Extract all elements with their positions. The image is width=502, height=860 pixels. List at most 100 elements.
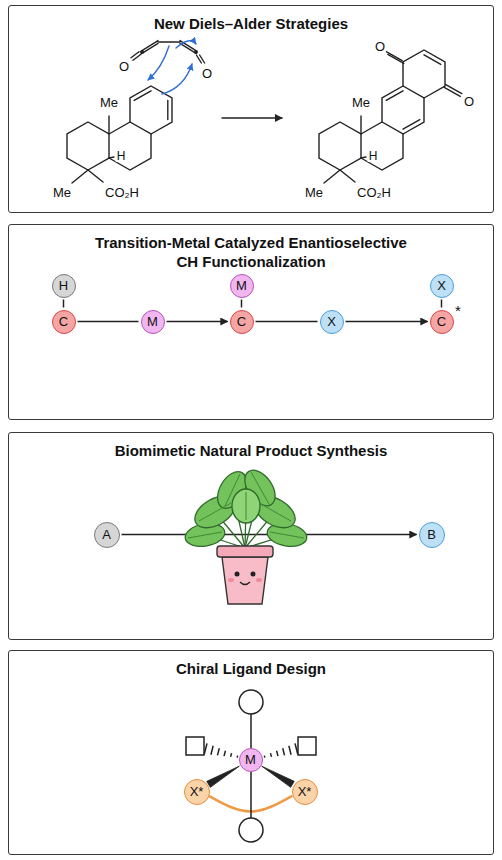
leaf-vein: [188, 472, 304, 538]
diene-substrate: [72, 170, 88, 183]
atom-circle: X*: [292, 779, 318, 805]
quinone-product: [319, 50, 462, 183]
square-ligand: [298, 737, 316, 755]
atom-label: O: [463, 95, 475, 108]
bond-line: [441, 300, 443, 308]
hash-stroke: [230, 753, 232, 757]
quinone-product: [403, 120, 420, 130]
open-site-circle: [239, 818, 263, 842]
atom-symbol: C: [437, 315, 446, 328]
diene-substrate: [88, 170, 103, 182]
flower-pot: [228, 578, 234, 582]
atom-symbol: X: [437, 279, 446, 292]
atom-circle: H: [52, 274, 76, 298]
quinone-product: [361, 157, 366, 158]
electron-push-arrows: [148, 46, 169, 80]
atom-symbol: X*: [190, 785, 204, 798]
quinone-product: [340, 170, 355, 182]
atom-symbol: X*: [298, 785, 312, 798]
atom-circle: A: [94, 522, 120, 548]
atom-symbol: A: [102, 528, 111, 541]
atom-circle: C: [230, 310, 254, 334]
scheme-panel: Biomimetic Natural Product SynthesisA B: [8, 432, 494, 640]
quinone-product: [386, 52, 402, 61]
leaf: [183, 465, 308, 550]
leaf-vein: [270, 532, 304, 538]
atom-circle: M: [141, 310, 165, 334]
electron-push-arrows: [162, 64, 192, 94]
wedge-bond: [262, 766, 295, 787]
reaction-arrow: [346, 321, 428, 323]
reaction-arrow: [222, 117, 282, 118]
atom-label: O: [118, 60, 130, 73]
diene-substrate: [109, 157, 114, 158]
atom-symbol: B: [427, 528, 436, 541]
panel-title: Chiral Ligand Design: [86, 659, 416, 678]
bisketene: [140, 50, 144, 54]
leaf-vein: [188, 532, 222, 538]
atom-symbol: M: [236, 279, 247, 292]
diene-substrate: [108, 116, 109, 134]
bisketene: [158, 41, 180, 42]
flower-pot: [217, 546, 273, 604]
hash-stroke: [283, 748, 285, 755]
leaf-vein: [246, 492, 247, 520]
hash-stroke: [295, 743, 298, 754]
hash-stroke: [289, 746, 291, 755]
leaf-vein: [251, 472, 269, 504]
scheme-panel: Transition-Metal Catalyzed Enantioselect…: [8, 224, 494, 420]
diene-substrate: [67, 122, 109, 170]
atom-symbol: X: [327, 315, 336, 328]
atom-symbol: C: [237, 315, 246, 328]
atom-label: Me: [99, 96, 119, 109]
flower-pot: [217, 546, 273, 557]
electron-push-arrows: [176, 41, 196, 48]
bond-line: [78, 321, 139, 323]
atom-circle: B: [419, 522, 445, 548]
panel-title: Biomimetic Natural Product Synthesis: [86, 441, 416, 460]
flower-pot: [222, 557, 268, 604]
diene-substrate: [134, 91, 151, 101]
diene-substrate: [67, 86, 172, 183]
diene-substrate: [109, 122, 151, 170]
panel-title: New Diels–Alder Strategies: [86, 14, 416, 33]
bisketene: [180, 43, 196, 53]
leaf-vein: [259, 503, 291, 521]
diels-alder-scheme: [67, 41, 462, 183]
stereo-mark: *: [454, 303, 462, 318]
bisketene: [133, 54, 141, 60]
bond-line: [256, 321, 318, 323]
quinone-product: [324, 170, 340, 183]
hash-stroke: [270, 753, 272, 757]
quinone-product: [446, 85, 462, 94]
quinone-product: [382, 86, 424, 134]
atom-circle: M: [239, 748, 263, 772]
hash-stroke: [217, 748, 219, 755]
scheme-panel: New Diels–Alder Strategies: [8, 5, 494, 213]
leaf-vein: [225, 474, 240, 506]
scheme-panel: Chiral Ligand DesignM X* X*: [8, 650, 494, 855]
ligand-scaffold: [250, 772, 252, 818]
atom-circle: X: [320, 310, 344, 334]
atom-circle: X*: [184, 779, 210, 805]
quinone-product: [360, 116, 361, 134]
ligand-scaffold: [250, 714, 252, 748]
diene-substrate: [167, 100, 168, 119]
bisketene: [200, 55, 205, 63]
square-ligand: [186, 737, 204, 755]
flower-pot: [256, 578, 262, 582]
hash-stroke: [204, 743, 207, 754]
reaction-arrow: [167, 321, 228, 323]
atom-label: CO₂H: [356, 186, 392, 199]
atom-symbol: M: [147, 315, 158, 328]
open-site-circle: [239, 690, 263, 714]
atom-label: Me: [52, 186, 72, 199]
hash-stroke: [277, 751, 278, 756]
flower-pot: [235, 572, 240, 577]
atom-label: Me: [351, 96, 371, 109]
quinone-product: [424, 55, 441, 65]
flower-pot: [251, 572, 256, 577]
bisketene: [131, 41, 205, 63]
